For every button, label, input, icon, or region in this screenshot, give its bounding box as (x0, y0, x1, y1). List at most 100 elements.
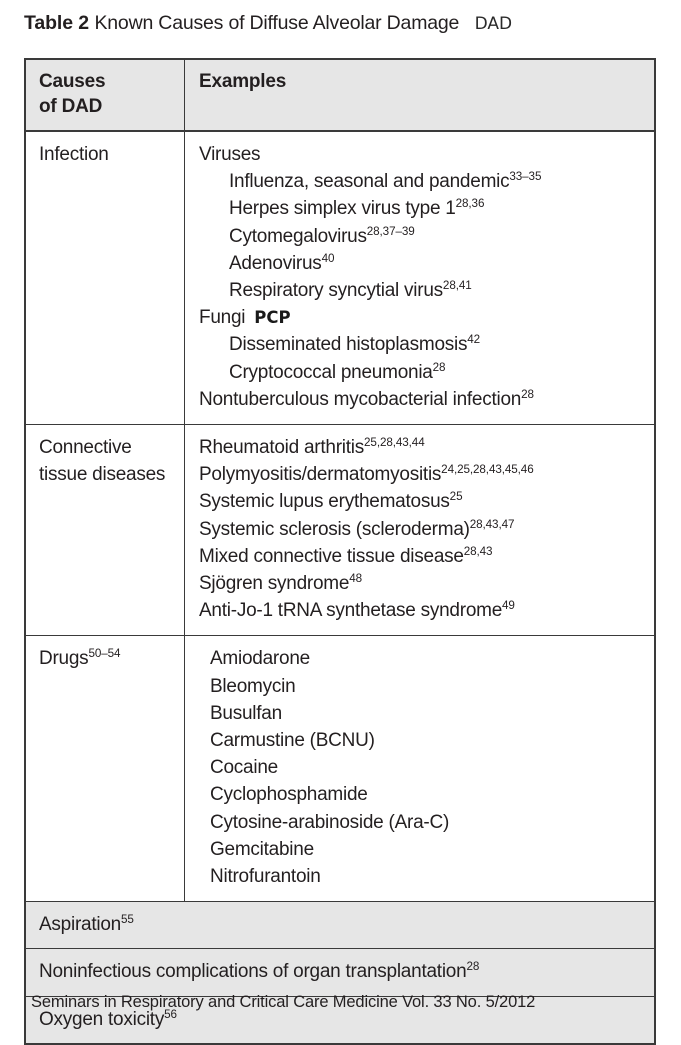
header-causes-line2: of DAD (39, 96, 103, 117)
example-line: Influenza, seasonal and pandemic33–35 (199, 168, 646, 195)
example-line: Amiodarone (199, 645, 646, 672)
inline-annotation-pcp: PCP (254, 308, 291, 328)
example-text: Herpes simplex virus type 1 (229, 198, 456, 220)
example-text: Gemcitabine (210, 838, 314, 860)
example-text: Bleomycin (210, 675, 296, 697)
cause-label: Infection (39, 141, 176, 168)
example-line: Bleomycin (199, 673, 646, 700)
table-caption-label: Table 2 (24, 12, 90, 34)
header-causes-line1: Causes (39, 71, 106, 92)
table-header-row: Causes of DAD Examples (26, 60, 654, 130)
header-cell-causes: Causes of DAD (26, 60, 185, 130)
full-width-cell: Aspiration55 (26, 902, 654, 949)
example-text: Adenovirus (229, 252, 322, 274)
example-text: Disseminated histoplasmosis (229, 334, 468, 356)
reference-superscript: 48 (349, 571, 362, 585)
journal-footer: Seminars in Respiratory and Critical Car… (31, 993, 536, 1011)
cause-label-text: Drugs (39, 648, 89, 670)
example-line: Gemcitabine (199, 836, 646, 863)
example-text: Cryptococcal pneumonia (229, 361, 433, 383)
reference-superscript: 55 (121, 913, 134, 927)
reference-superscript: 49 (502, 599, 515, 613)
example-text: Carmustine (BCNU) (210, 730, 375, 752)
reference-superscript: 28 (466, 960, 480, 974)
full-width-line: Aspiration55 (39, 911, 646, 938)
full-width-line: Noninfectious complications of organ tra… (39, 958, 646, 985)
full-width-text: Aspiration (39, 914, 121, 936)
example-text: Anti-Jo-1 tRNA synthetase syndrome (199, 600, 503, 622)
example-line: Disseminated histoplasmosis42 (199, 331, 646, 358)
example-line: Viruses (199, 141, 646, 168)
example-line: Cocaine (199, 754, 646, 781)
example-line: Systemic lupus erythematosus25 (199, 488, 646, 515)
cause-cell: Infection (26, 132, 185, 425)
reference-superscript: 24,25,28,43,45,46 (441, 463, 534, 476)
reference-superscript: 28,43,47 (469, 517, 515, 531)
cause-cell: Connective tissue diseases (26, 425, 185, 636)
example-text: Influenza, seasonal and pandemic (229, 171, 510, 193)
cause-reference-superscript: 50–54 (88, 647, 121, 661)
full-width-cell: Noninfectious complications of organ tra… (26, 949, 654, 996)
example-line: Mixed connective tissue disease28,43 (199, 543, 646, 570)
example-text: Cyclophosphamide (210, 784, 368, 806)
example-line: Polymyositis/dermatomyositis24,25,28,43,… (199, 461, 646, 488)
example-line: Anti-Jo-1 tRNA synthetase syndrome49 (199, 597, 646, 624)
example-text: Respiratory syncytial virus (229, 280, 443, 302)
example-text: Amiodarone (210, 648, 310, 670)
reference-superscript: 28,36 (455, 197, 485, 211)
example-text: Cocaine (210, 757, 278, 779)
table-row: Connective tissue diseases Rheumatoid art… (26, 424, 654, 636)
header-cell-examples: Examples (185, 60, 654, 130)
example-line: Adenovirus40 (199, 250, 646, 277)
example-text: Cytosine-arabinoside (Ara-C) (210, 811, 450, 833)
reference-superscript: 28,43 (463, 544, 493, 558)
example-text: Systemic lupus erythematosus (199, 491, 450, 513)
reference-superscript: 33–35 (509, 169, 542, 183)
cause-label-text: Connective tissue diseases (39, 437, 166, 486)
reference-superscript: 56 (164, 1007, 177, 1021)
table-caption-text: Known Causes of Diffuse Alveolar Damage (94, 12, 460, 34)
cause-label-text: Infection (39, 144, 109, 165)
reference-superscript: 25 (449, 490, 463, 504)
cause-label: Drugs50–54 (39, 645, 176, 672)
example-line: Rheumatoid arthritis25,28,43,44 (199, 434, 646, 461)
table-row-full-width: Noninfectious complications of organ tra… (26, 948, 654, 996)
example-text: Viruses (199, 144, 261, 165)
example-line: Cyclophosphamide (199, 781, 646, 808)
example-text: Nontuberculous mycobacterial infection (199, 388, 522, 410)
example-line: Sjögren syndrome48 (199, 570, 646, 597)
example-line: Herpes simplex virus type 128,36 (199, 195, 646, 222)
table-caption: Table 2 Known Causes of Diffuse Alveolar… (24, 10, 664, 37)
example-line: Cytosine-arabinoside (Ara-C) (199, 809, 646, 836)
example-line: Carmustine (BCNU) (199, 727, 646, 754)
example-line: Cryptococcal pneumonia28 (199, 359, 646, 386)
reference-superscript: 28,37–39 (366, 224, 415, 238)
reference-superscript: 25,28,43,44 (364, 435, 425, 449)
example-line: Nontuberculous mycobacterial infection28 (199, 386, 646, 413)
example-text: Polymyositis/dermatomyositis (199, 464, 442, 486)
example-line: Systemic sclerosis (scleroderma)28,43,47 (199, 516, 646, 543)
example-text: Busulfan (210, 702, 282, 724)
example-text: Systemic sclerosis (scleroderma) (199, 518, 470, 540)
full-width-text: Noninfectious complications of organ tra… (39, 961, 467, 983)
reference-superscript: 28 (521, 387, 534, 401)
example-text: Rheumatoid arthritis (199, 437, 365, 459)
cause-cell: Drugs50–54 (26, 636, 185, 902)
example-line: Fungi PCP (199, 304, 646, 331)
table-row-full-width: Aspiration55 (26, 901, 654, 949)
example-text: Sjögren syndrome (199, 573, 350, 595)
reference-superscript: 42 (467, 333, 481, 347)
example-line: Busulfan (199, 700, 646, 727)
example-text: Fungi (199, 307, 246, 329)
example-line: Cytomegalovirus28,37–39 (199, 223, 646, 250)
example-line: Respiratory syncytial virus28,41 (199, 277, 646, 304)
example-text: Nitrofurantoin (210, 866, 321, 888)
reference-superscript: 40 (321, 251, 335, 265)
